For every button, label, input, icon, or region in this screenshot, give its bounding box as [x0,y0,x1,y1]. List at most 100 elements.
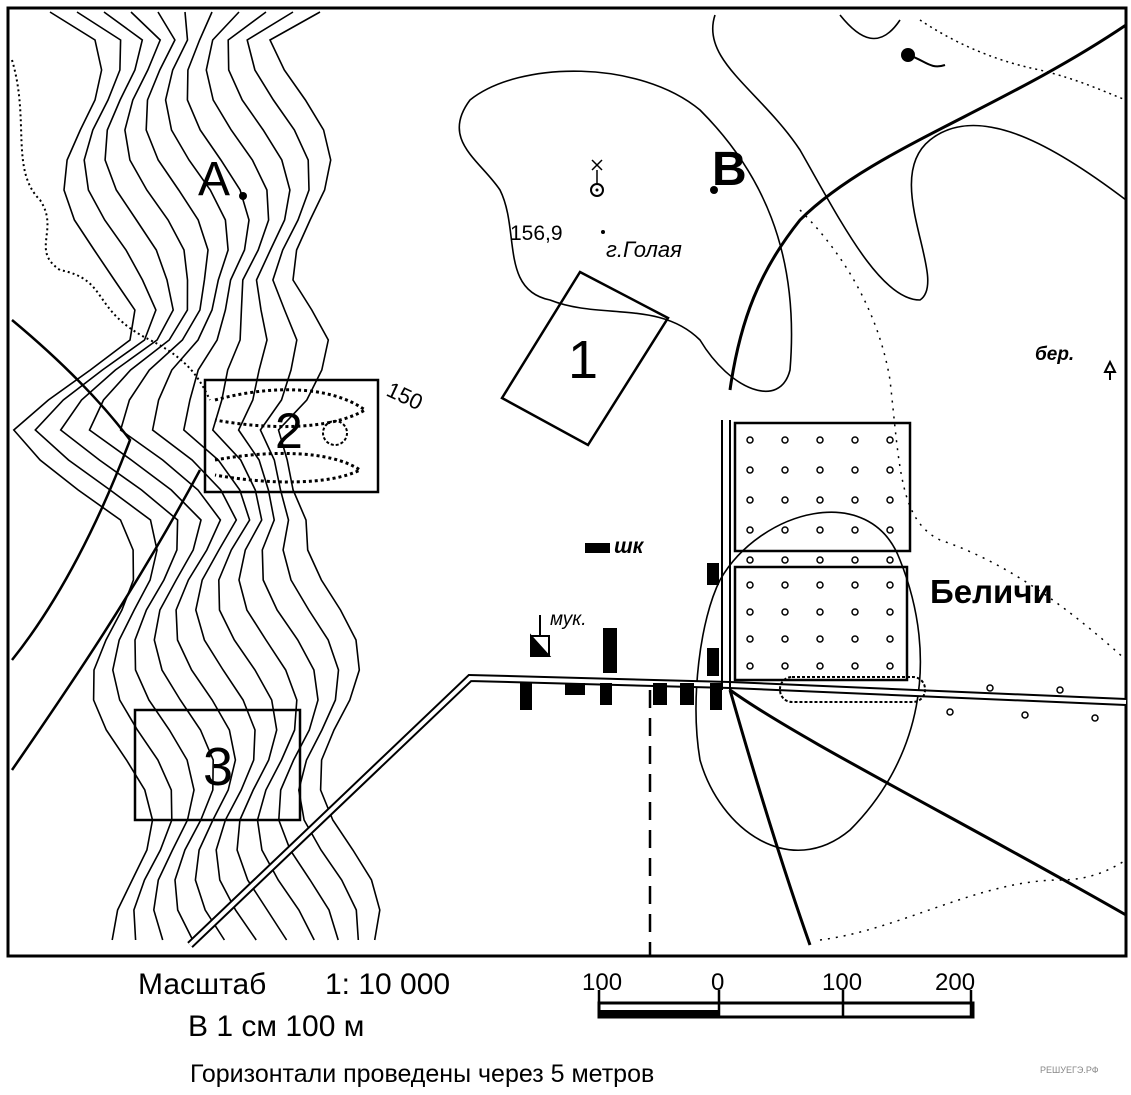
track [919,19,1127,101]
area-2 [203,378,380,494]
point-a-marker [239,192,247,200]
orchard-tree-icon [746,526,754,534]
orchard-tree-icon [816,662,824,670]
orchard-tree-icon [816,496,824,504]
area-3 [133,708,302,822]
orchard-tree-icon [886,581,894,589]
birch-label: бер. [1035,344,1074,365]
mill-label: мук. [550,609,587,630]
orchard-tree-icon [746,662,754,670]
orchard-tree-icon [886,436,894,444]
scale-word: Масштаб [138,968,267,1001]
scale-tick: 100 [822,969,862,996]
orchard-tree-icon [851,436,859,444]
point-a-label: A [198,153,230,206]
orchard-tree-icon [781,436,789,444]
area-1 [500,270,670,447]
orchard-tree-icon [816,526,824,534]
ravine-edge [10,469,202,771]
orchard-tree-icon [781,556,789,564]
tree-icon [1103,359,1117,380]
map-frame [6,6,1128,958]
elevation-dot [601,230,605,234]
contour-northeast [839,14,901,40]
orchard-tree-icon [746,496,754,504]
orchard-tree-icon [781,662,789,670]
contour-line [182,11,288,941]
orchard-tree-icon [746,581,754,589]
school-label: шк [614,535,645,558]
contour-line [119,11,237,941]
orchard-tree-icon [746,608,754,616]
orchard-tree-icon [816,635,824,643]
orchard [733,421,912,553]
orchard-tree-icon [886,608,894,616]
roadside-tree-icon [986,684,994,692]
scale-text: В 1 см 100 м [188,1010,365,1043]
footpath [799,209,1127,661]
orchard-tree-icon [746,635,754,643]
road-south-2 [728,689,812,946]
highway-inner [188,675,1127,947]
cliff-line [11,59,211,401]
contour-line [34,11,173,941]
survey-point-dot [595,188,599,192]
orchard-tree-icon [781,526,789,534]
road-south [729,688,1127,917]
embankment [779,676,926,703]
landmark-icon [907,54,946,68]
orchard-tree-icon [746,466,754,474]
orchard-tree-icon [851,608,859,616]
orchard-tree-icon [781,466,789,474]
scale-ratio: 1: 10 000 [325,968,451,1001]
orchard-tree-icon [781,581,789,589]
orchard-tree-icon [816,436,824,444]
orchard-tree-icon [886,526,894,534]
pit-icon [322,420,348,446]
orchard-tree-icon [816,581,824,589]
orchard-tree-icon [781,496,789,504]
orchard-tree-icon [851,662,859,670]
watermark: РЕШУЕГЭ.РФ [1040,1065,1099,1075]
contour-east [712,14,1127,301]
hill-contour [458,70,793,393]
roadside-tree-icon [1091,714,1099,722]
elevation-label: 156,9 [510,222,563,245]
contour-note: Горизонтали проведены через 5 метров [190,1060,655,1088]
orchard-tree-icon [851,466,859,474]
orchard-tree-icon [886,496,894,504]
roadside-tree-icon [946,708,954,716]
scale-tick: 100 [582,969,622,996]
contour-line [12,11,154,941]
orchard [733,565,909,682]
scale-tick: 0 [711,969,724,996]
scale-tick: 200 [935,969,975,996]
orchard-tree-icon [886,635,894,643]
orchard-tree-icon [746,556,754,564]
contour-line [151,11,257,941]
main-road [728,23,1127,391]
scale-bar: 100 0 100 200 [582,969,975,1019]
orchard-tree-icon [851,556,859,564]
orchard-tree-icon [851,635,859,643]
orchard-tree-icon [851,581,859,589]
mill-icon [530,615,552,657]
orchard-trees [746,436,1099,722]
ravine-edge [11,319,132,661]
contour-village [695,511,922,851]
contour-line [59,11,195,941]
area-2-label: 2 [275,403,303,459]
survey-point-icon [591,159,603,184]
contour-line [88,11,215,941]
orchard-tree-icon [816,466,824,474]
orchard-tree-icon [851,526,859,534]
contour-line [268,11,381,941]
point-b-label: B [712,143,747,196]
orchard-tree-icon [781,608,789,616]
orchard-tree-icon [816,608,824,616]
contour-line [227,11,339,941]
orchard-tree-icon [886,466,894,474]
area-1-label: 1 [568,330,598,390]
village-label: Беличи [930,573,1053,610]
